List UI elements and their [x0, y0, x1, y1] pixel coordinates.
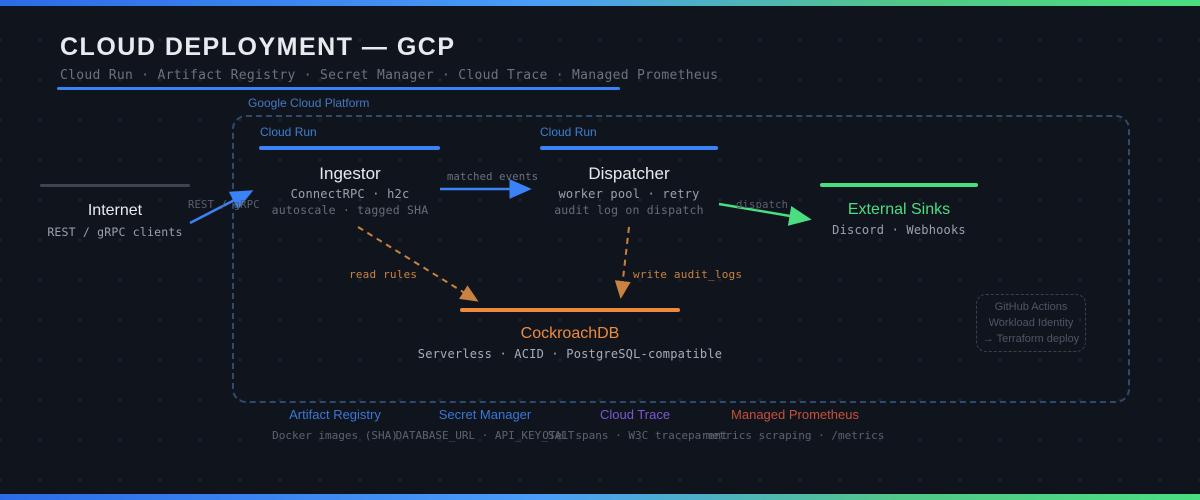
service-managed-prometheus: Managed Prometheus metrics scraping · /m…: [695, 407, 895, 442]
dispatcher-node-subtitle: worker pool · retry: [558, 187, 700, 201]
cicd-line-workload-identity: Workload Identity: [988, 316, 1074, 329]
service-detail: DATABASE_URL · API_KEY_SALT: [395, 429, 575, 442]
service-artifact-registry: Artifact Registry Docker images (SHA): [235, 407, 435, 442]
internet-node-rule: [40, 184, 190, 187]
internet-node-subtitle: REST / gRPC clients: [47, 225, 183, 239]
service-name: Managed Prometheus: [731, 407, 859, 422]
dispatcher-node-title: Dispatcher: [588, 164, 670, 183]
ingestor-node-rule: [259, 146, 440, 150]
external-sinks-node-rule: [820, 183, 978, 187]
dispatch-edge-label: dispatch: [736, 199, 789, 211]
page-subtitle: Cloud Run · Artifact Registry · Secret M…: [60, 68, 719, 83]
external-sinks-node-subtitle: Discord · Webhooks: [832, 223, 966, 237]
service-secret-manager: Secret Manager DATABASE_URL · API_KEY_SA…: [385, 407, 585, 442]
ingestor-node-detail: autoscale · tagged SHA: [271, 203, 429, 217]
service-detail: OTel spans · W3C traceparent: [542, 429, 728, 442]
ingestor-node-title: Ingestor: [319, 164, 381, 183]
service-detail: metrics scraping · /metrics: [705, 429, 885, 442]
ingestor-node-subtitle: ConnectRPC · h2c: [290, 187, 410, 201]
title-underline: [57, 87, 620, 90]
cicd-line-terraform-deploy: → Terraform deploy: [982, 332, 1080, 345]
service-name: Cloud Trace: [599, 407, 671, 422]
bottom-gradient-bar: [0, 494, 1200, 500]
cockroachdb-node-rule: [460, 308, 680, 312]
external-sinks-node-title: External Sinks: [847, 201, 951, 218]
cockroachdb-node-title: CockroachDB: [520, 325, 620, 342]
gcp-boundary-box: [232, 115, 1130, 403]
page-title: CLOUD DEPLOYMENT — GCP: [60, 33, 456, 61]
read-rules-edge-label: read rules: [349, 268, 418, 281]
service-name: Artifact Registry: [289, 407, 381, 422]
dispatcher-node-detail: audit log on dispatch: [554, 203, 704, 217]
service-name: Secret Manager: [438, 407, 532, 422]
cicd-box: GitHub Actions Workload Identity → Terra…: [976, 294, 1086, 352]
matched-events-edge-label: matched events: [447, 171, 539, 183]
cockroachdb-node-subtitle: Serverless · ACID · PostgreSQL-compatibl…: [417, 347, 723, 361]
gcp-boundary-label: Google Cloud Platform: [248, 96, 370, 110]
dispatcher-cloud-run-badge: Cloud Run: [540, 125, 597, 139]
cicd-line-github-actions: GitHub Actions: [994, 300, 1068, 313]
ingress-edge-label: REST / gRPC: [188, 199, 260, 211]
service-cloud-trace: Cloud Trace OTel spans · W3C traceparent: [535, 407, 735, 442]
internet-node-title: Internet: [87, 202, 143, 219]
write-audit-logs-edge-label: write audit_logs: [633, 268, 743, 281]
service-detail: Docker images (SHA): [272, 429, 398, 442]
top-gradient-bar: [0, 0, 1200, 6]
dispatcher-node-rule: [540, 146, 718, 150]
ingestor-cloud-run-badge: Cloud Run: [260, 125, 317, 139]
